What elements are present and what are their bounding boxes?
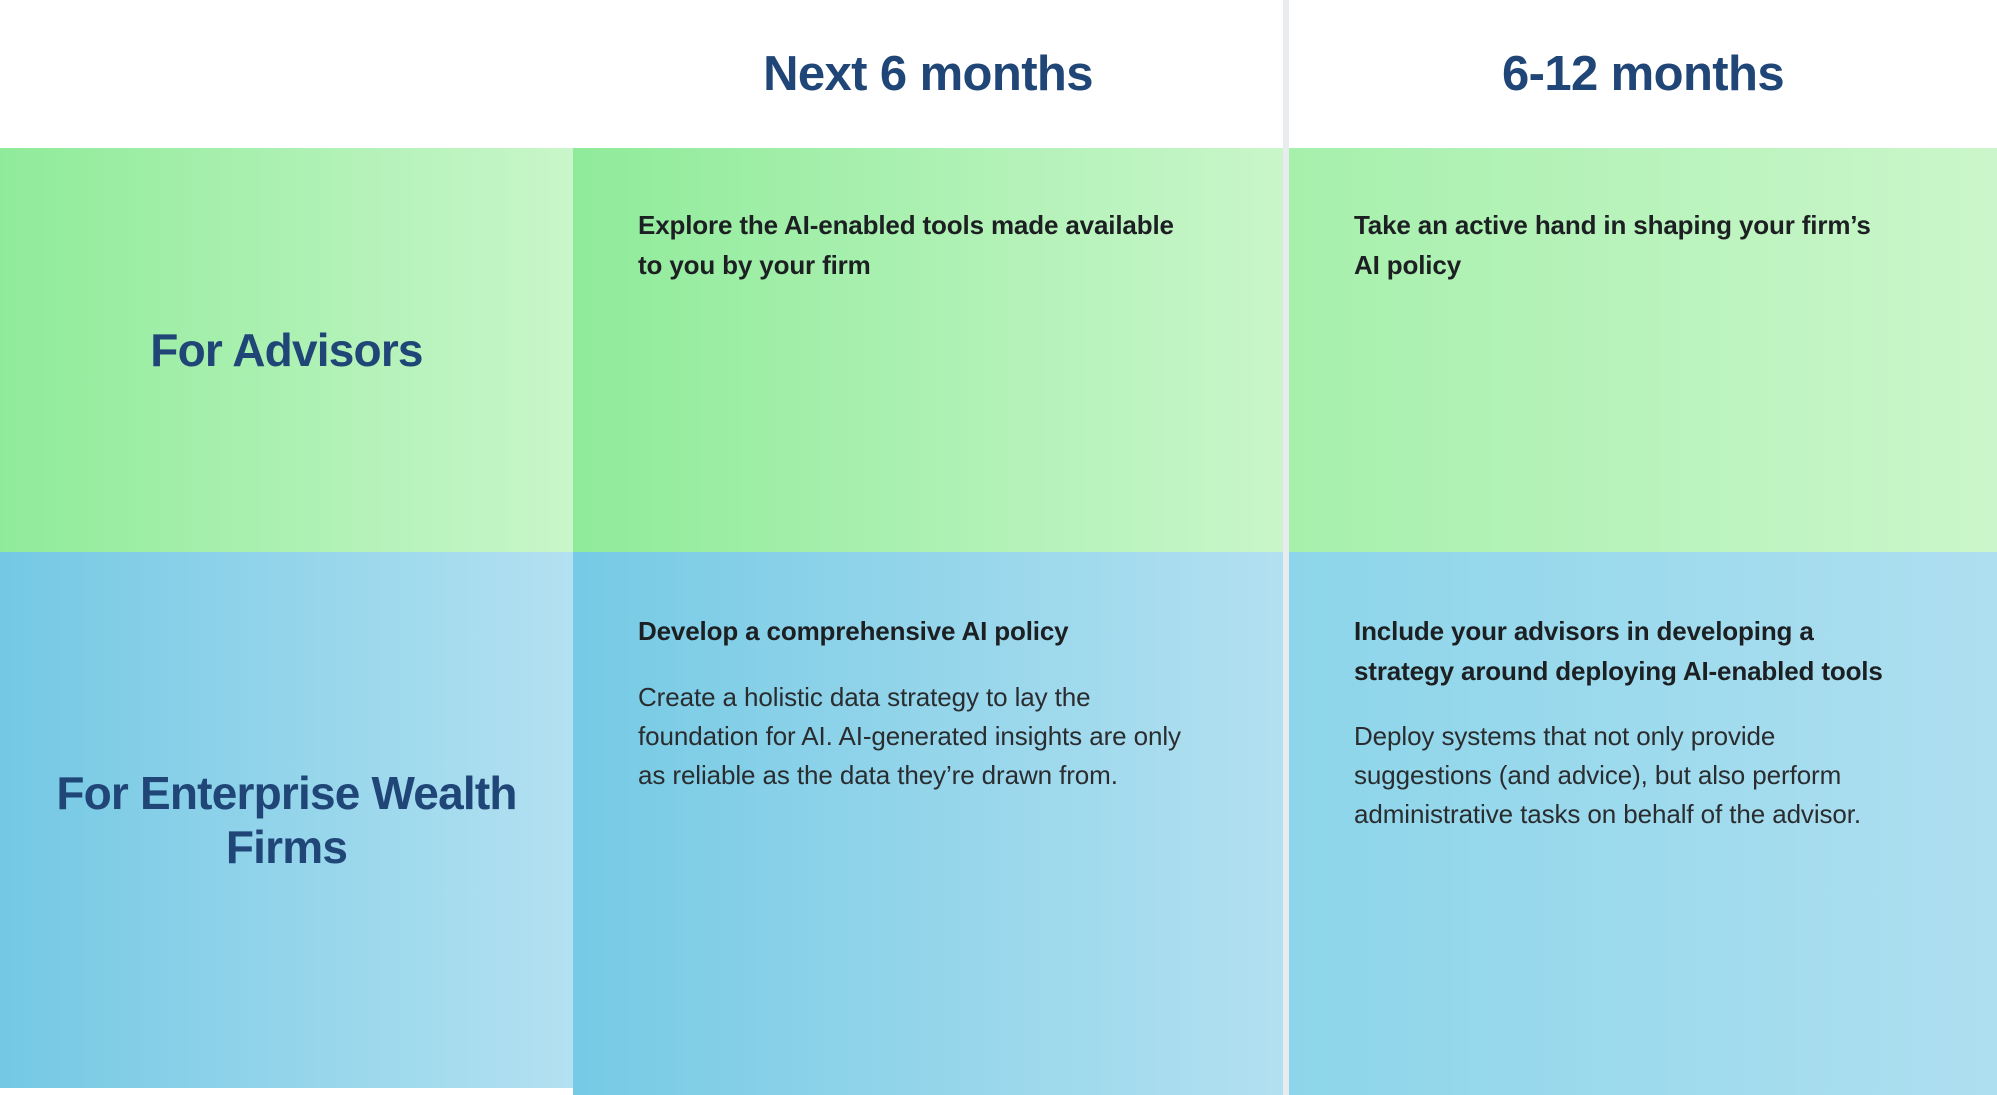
- enterprise-6-12-months-lead: Include your advisors in developing a st…: [1354, 616, 1883, 686]
- row-label-advisors: For Advisors: [150, 323, 423, 376]
- column-header-next-6-months: Next 6 months: [763, 47, 1093, 101]
- enterprise-6-12-months-body: Deploy systems that not only provide sug…: [1354, 721, 1862, 830]
- matrix-row-advisors: For Advisors Explore the AI-enabled tool…: [0, 148, 1997, 552]
- column-header-6-12-months: 6-12 months: [1501, 47, 1785, 101]
- column-divider: [1283, 0, 1289, 1095]
- row-enterprise-cell-next-6-months: [573, 552, 1283, 1095]
- row-enterprise-cell-6-12-months: [1289, 552, 1997, 1095]
- row-label-enterprise-wealth-firms: For Enterprise Wealth Firms: [56, 766, 517, 873]
- matrix-row-enterprise-wealth-firms: For Enterprise Wealth Firms Develop a co…: [0, 552, 1997, 1095]
- advisors-6-12-months-content: Take an active hand in shaping your firm…: [1289, 148, 1997, 552]
- enterprise-next-6-months-content: Develop a comprehensive AI policy Create…: [573, 552, 1283, 1095]
- advisors-6-12-months-lead: Take an active hand in shaping your firm…: [1354, 210, 1871, 280]
- header-corner-cell: [0, 0, 573, 148]
- advisors-next-6-months-lead: Explore the AI-enabled tools made availa…: [638, 210, 1174, 280]
- matrix-header-row: Next 6 months 6-12 months: [0, 0, 1997, 148]
- enterprise-next-6-months-body: Create a holistic data strategy to lay t…: [638, 681, 1181, 790]
- row-advisors-cell-6-12-months: [1289, 148, 1997, 552]
- enterprise-next-6-months-lead: Develop a comprehensive AI policy: [638, 616, 1069, 646]
- row-label-cell-advisors: [0, 148, 573, 552]
- advisors-next-6-months-content: Explore the AI-enabled tools made availa…: [573, 148, 1283, 552]
- row-label-cell-enterprise: [0, 552, 573, 1088]
- enterprise-6-12-months-content: Include your advisors in developing a st…: [1289, 552, 1997, 1095]
- row-advisors-cell-next-6-months: [573, 148, 1283, 552]
